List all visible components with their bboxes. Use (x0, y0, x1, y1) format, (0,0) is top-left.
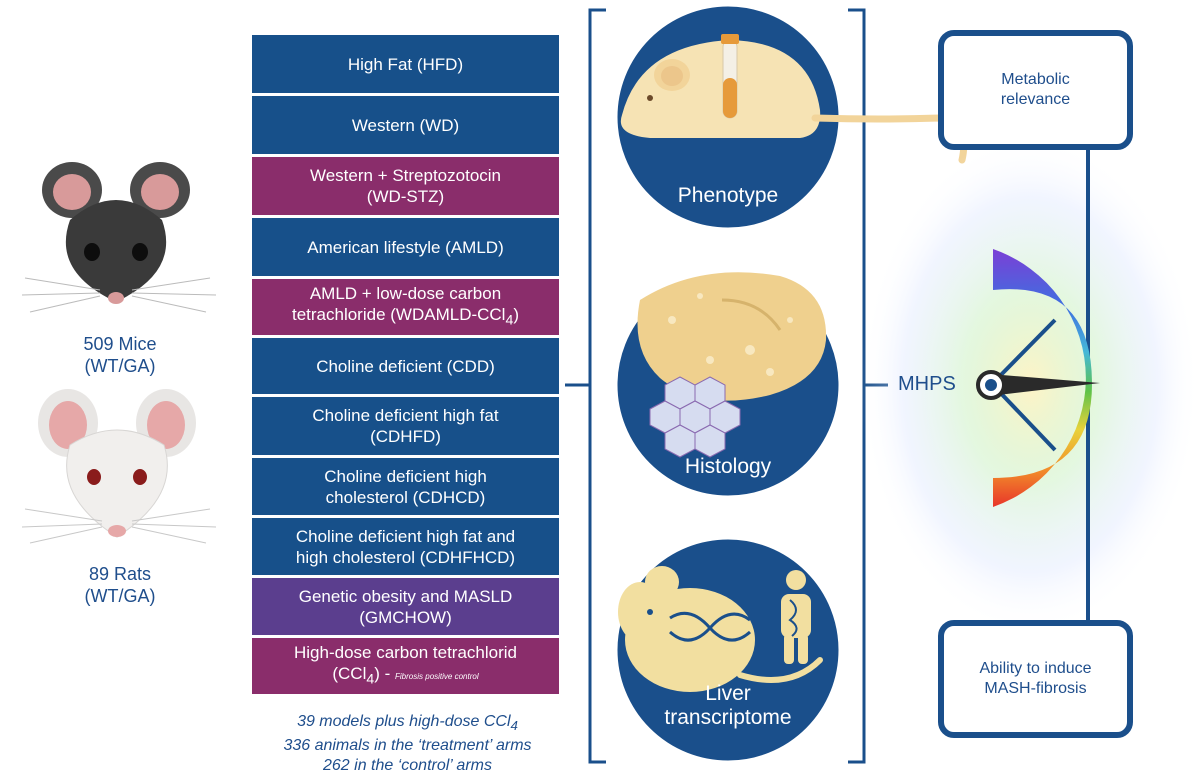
metabolic-line1: Metabolic (1001, 71, 1070, 88)
diet-label-abbr: tetrachloride (WDAMLD-CCl (291, 304, 506, 324)
metabolic-line2: relevance (1000, 91, 1071, 108)
gauge-spoke (990, 318, 1057, 386)
human-dna-icon (781, 570, 811, 664)
mice-label: 509 Mice (WT/GA) (40, 333, 200, 377)
subscript: 4 (366, 671, 375, 688)
subscript: 4 (510, 718, 518, 734)
transcriptome-label-line1: Liver (705, 682, 751, 705)
summary-control: 262 in the ‘control’ arms (323, 757, 492, 775)
metabolic-relevance-box: Metabolic relevance (938, 30, 1133, 150)
mouse-with-tube-icon (620, 34, 968, 164)
transcriptome-label: Liver transcriptome (628, 682, 828, 730)
diet-label: American lifestyle (AMLD) (307, 237, 504, 257)
liver-icon (637, 272, 827, 401)
diet-label-abbr: cholesterol (CDHCD) (325, 487, 486, 507)
diet-box-wd-stz: Western + Streptozotocin (WD-STZ) (252, 157, 559, 215)
diet-box-gmchow: Genetic obesity and MASLD(GMCHOW) (252, 578, 559, 635)
gauge-spoke (990, 382, 1057, 452)
mice-type: (WT/GA) (84, 356, 156, 376)
diet-box-cdd: Choline deficient (CDD) (252, 338, 559, 394)
mhps-label: MHPS (898, 373, 956, 395)
diet-label-abbr: (CCl (332, 663, 367, 683)
diet-label: AMLD + low-dose carbon (309, 283, 502, 303)
histology-label: Histology (684, 455, 772, 478)
diet-label-close: ) (513, 304, 520, 324)
mice-count: 509 Mice (83, 334, 157, 354)
diet-box-wd: Western (WD) (252, 96, 559, 154)
fibrosis-line1: Ability to induce (979, 660, 1092, 677)
diet-label-abbr: (CDHFD) (370, 427, 441, 446)
phenotype-label: Phenotype (677, 184, 779, 207)
rat-dna-icon (618, 566, 823, 692)
mouse-illustration (21, 162, 217, 313)
rats-label: 89 Rats (WT/GA) (40, 563, 200, 607)
diet-label-abbr: (WD-STZ) (366, 187, 445, 206)
summary-models: 39 models plus high-dose CCl (297, 713, 511, 730)
left-bracket (588, 8, 606, 764)
gauge-needle (990, 374, 1100, 396)
diet-label-close: ) - (374, 663, 396, 683)
summary-treatment: 336 animals in the ‘treatment’ arms (283, 737, 532, 755)
gauge-arc (993, 249, 1092, 507)
diet-label-abbr: (GMCHOW) (359, 607, 452, 627)
diet-label: Genetic obesity and MASLD (298, 586, 513, 606)
diet-label: Western (WD) (351, 115, 460, 135)
gauge-pivot-center (985, 379, 997, 391)
liver-tissue-icon (649, 376, 741, 458)
diet-label: High-dose carbon tetrachlorid (293, 642, 517, 662)
subscript: 4 (505, 312, 514, 329)
rats-count: 89 Rats (88, 564, 152, 584)
diet-label: Choline deficient (CDD) (316, 356, 495, 376)
diet-box-cdhfd: Choline deficient high fat (CDHFD) (252, 397, 559, 455)
rats-type: (WT/GA) (84, 586, 156, 606)
fibrosis-control-note: Fibrosis positive control (395, 671, 479, 681)
transcriptome-label-line2: transcriptome (664, 706, 792, 729)
diet-label: High Fat (HFD) (347, 54, 464, 74)
diet-box-amld: American lifestyle (AMLD) (252, 218, 559, 276)
fibrosis-line2: MASH-fibrosis (984, 680, 1087, 697)
rat-illustration (21, 389, 217, 544)
diet-label-abbr: high cholesterol (CDHFHCD) (295, 547, 516, 567)
diet-box-high-dose-ccl4: High-dose carbon tetrachlorid(CCl4) - Fi… (252, 638, 559, 694)
diet-label: Choline deficient high fat (312, 406, 499, 425)
study-summary: 39 models plus high-dose CCl4 336 animal… (240, 712, 575, 776)
diet-label: Choline deficient high (324, 466, 487, 486)
diet-label: Western + Streptozotocin (309, 166, 502, 185)
diet-box-hfd: High Fat (HFD) (252, 35, 559, 93)
diet-label: Choline deficient high fat and (295, 526, 516, 546)
